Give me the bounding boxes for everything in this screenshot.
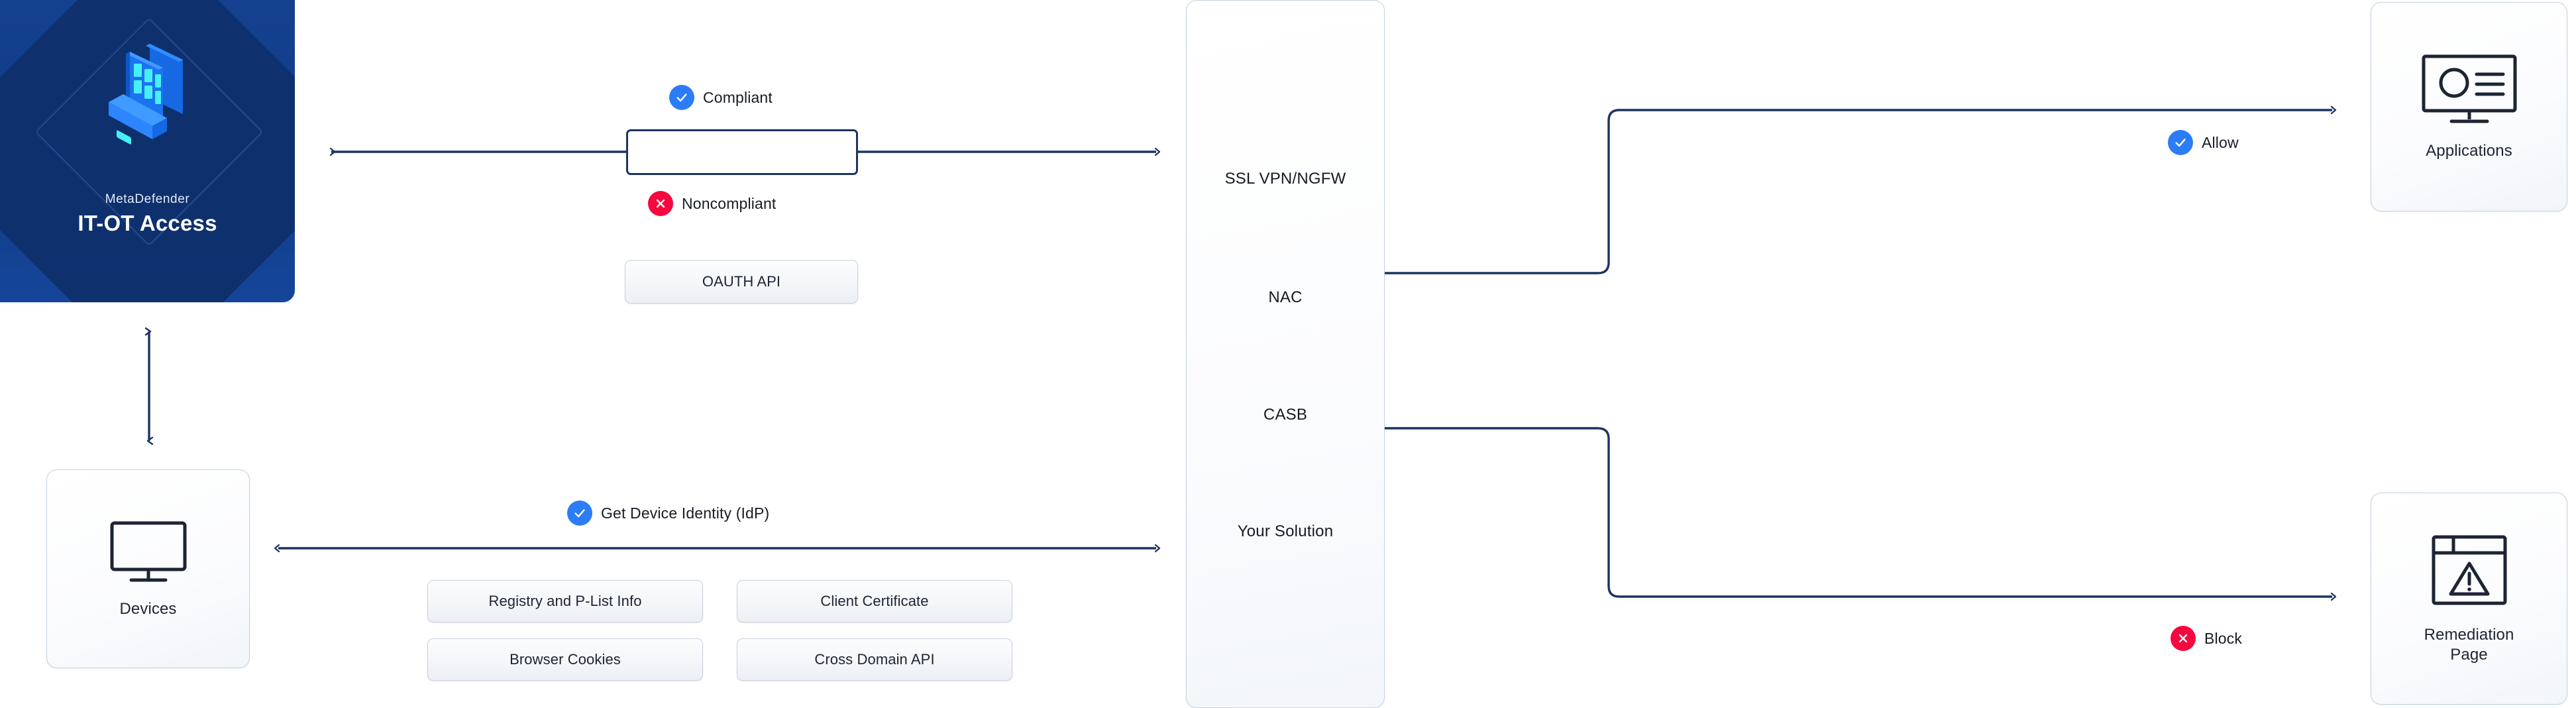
client-certificate-label: Client Certificate [820, 593, 929, 609]
browser-cookies-label: Browser Cookies [510, 651, 621, 668]
remediation-label-line2: Page [2450, 645, 2488, 664]
solution-item-nac[interactable]: NAC [1268, 288, 1303, 306]
noncompliant-status-chip: Noncompliant [648, 191, 776, 216]
check-circle-icon [567, 501, 592, 526]
block-label: Block [2204, 629, 2242, 647]
compliant-label: Compliant [703, 88, 773, 106]
brand-title: IT-OT Access [78, 211, 217, 235]
brand-text-block: MetaDefender IT-OT Access [0, 192, 295, 236]
x-circle-icon [648, 191, 673, 216]
applications-card-label: Applications [2426, 141, 2512, 160]
registry-plist-button[interactable]: Registry and P-List Info [427, 580, 703, 622]
check-circle-icon [2168, 130, 2193, 155]
block-branch-wire [1385, 427, 2332, 597]
solution-item-casb[interactable]: CASB [1263, 406, 1308, 424]
cross-domain-api-label: Cross Domain API [814, 651, 935, 668]
remediation-page-card-label: Remediation Page [2424, 625, 2514, 664]
browser-warning-icon [2430, 533, 2509, 615]
brand-subtitle: MetaDefender [105, 192, 190, 206]
compliant-status-chip: Compliant [669, 85, 773, 110]
allow-status-chip: Allow [2168, 130, 2239, 155]
device-identity-chip: Get Device Identity (IdP) [567, 501, 769, 526]
solutions-column: SSL VPN/NGFW NAC CASB Your Solution [1186, 0, 1385, 708]
client-certificate-button[interactable]: Client Certificate [737, 580, 1012, 622]
browser-cookies-button[interactable]: Browser Cookies [427, 638, 703, 681]
solution-item-ssl-vpn-ngfw[interactable]: SSL VPN/NGFW [1224, 170, 1346, 188]
metadefender-brand-panel: MetaDefender IT-OT Access [0, 0, 295, 302]
registry-plist-label: Registry and P-List Info [488, 593, 642, 609]
oauth-api-button[interactable]: OAUTH API [625, 260, 858, 304]
cross-domain-api-button[interactable]: Cross Domain API [737, 638, 1012, 681]
device-identity-label: Get Device Identity (IdP) [601, 504, 770, 522]
remediation-page-card[interactable]: Remediation Page [2371, 493, 2567, 705]
allow-label: Allow [2202, 133, 2239, 151]
applications-card[interactable]: Applications [2371, 2, 2567, 211]
check-circle-icon [669, 85, 694, 110]
monitor-icon [108, 519, 189, 589]
remediation-label-line1: Remediation [2424, 626, 2514, 644]
monitor-presentation-icon [2420, 53, 2519, 131]
compliance-inline-box[interactable] [626, 129, 858, 175]
devices-card-label: Devices [119, 599, 177, 618]
solution-item-your-solution[interactable]: Your Solution [1237, 522, 1334, 540]
isometric-laptop-icon [108, 44, 183, 145]
block-status-chip: Block [2171, 626, 2242, 651]
devices-card[interactable]: Devices [46, 469, 250, 668]
oauth-api-label: OAUTH API [702, 273, 781, 290]
x-circle-icon [2171, 626, 2196, 651]
noncompliant-label: Noncompliant [682, 194, 777, 212]
